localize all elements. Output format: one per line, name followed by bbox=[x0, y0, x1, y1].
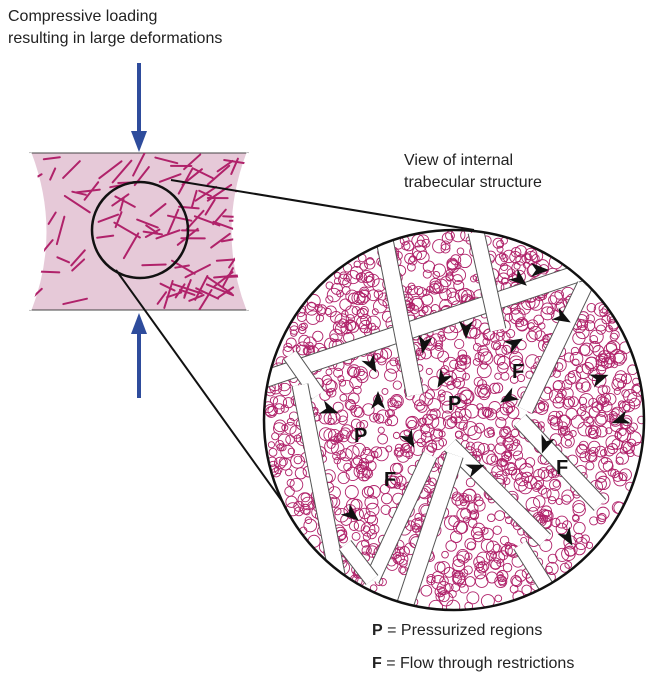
view-caption: View of internal trabecular structure bbox=[404, 150, 542, 194]
view-caption-line2: trabecular structure bbox=[404, 172, 542, 194]
flow-label: F bbox=[384, 469, 396, 491]
legend-p-key: P bbox=[372, 622, 383, 639]
top-load-arrow bbox=[131, 63, 147, 152]
flow-label: F bbox=[556, 457, 568, 479]
legend-p-text: = Pressurized regions bbox=[387, 622, 542, 639]
fibre bbox=[142, 264, 165, 265]
legend-pressurized: P = Pressurized regions bbox=[372, 620, 542, 642]
fibre bbox=[34, 271, 59, 272]
legend-f-text: = Flow through restrictions bbox=[386, 655, 574, 672]
loading-caption: Compressive loading resulting in large d… bbox=[8, 6, 222, 50]
fibre bbox=[223, 216, 239, 217]
legend-flow: F = Flow through restrictions bbox=[372, 653, 574, 675]
bottom-load-arrow bbox=[131, 313, 147, 398]
legend-f-key: F bbox=[372, 655, 382, 672]
loading-caption-line2: resulting in large deformations bbox=[8, 28, 222, 50]
flow-label: F bbox=[512, 361, 524, 383]
view-caption-line1: View of internal bbox=[404, 150, 542, 172]
loading-caption-line1: Compressive loading bbox=[8, 6, 222, 28]
zoomed-structure bbox=[262, 228, 646, 640]
pressurized-label: P bbox=[354, 425, 367, 447]
pressurized-label: P bbox=[448, 393, 461, 415]
bone-specimen bbox=[30, 150, 256, 314]
